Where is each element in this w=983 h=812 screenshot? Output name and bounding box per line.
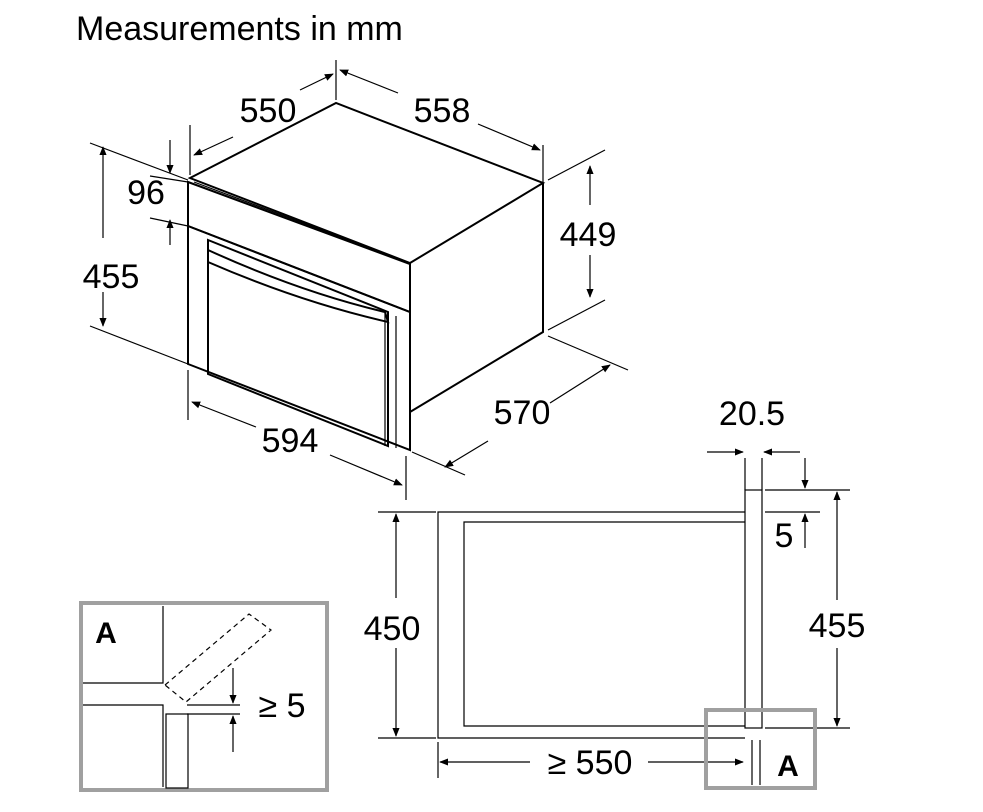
detail-a-frame-small xyxy=(704,708,817,790)
oven-door-handle xyxy=(207,248,390,324)
dim-body-depth: 570 xyxy=(494,394,551,432)
oven-isometric xyxy=(187,101,546,452)
dimension-20-5: 20.5 xyxy=(707,395,800,490)
dimension-570: 570 xyxy=(411,335,629,476)
dimension-455-right: 455 xyxy=(765,491,866,729)
dimension-455-left: 455 xyxy=(83,142,189,365)
dim-niche-depth: ≥ 550 xyxy=(548,744,633,782)
detail-a-frame xyxy=(79,601,329,792)
dim-niche-height: 450 xyxy=(364,610,421,648)
oven-side-face xyxy=(409,183,544,413)
dim-front-width: 594 xyxy=(262,422,319,460)
niche-inner-wall xyxy=(463,521,745,727)
niche-outer-wall xyxy=(437,511,745,739)
dim-offset: 5 xyxy=(775,517,794,555)
detail-a-marker: A xyxy=(704,708,817,790)
page-title: Measurements in mm xyxy=(76,10,403,48)
dimension-558: 558 xyxy=(339,69,544,183)
dimension-594: 594 xyxy=(187,370,407,500)
dimension-449: 449 xyxy=(547,149,617,331)
dimension-96: 96 xyxy=(127,140,189,245)
dimension-550: 550 xyxy=(189,60,337,175)
dimension-min-550: ≥ 550 xyxy=(437,742,744,782)
dimension-450: 450 xyxy=(364,511,436,739)
dimension-5: 5 xyxy=(765,458,850,555)
oven-control-panel xyxy=(187,180,411,314)
oven-front-profile xyxy=(744,489,763,729)
dim-front-thickness: 20.5 xyxy=(719,395,785,433)
dim-front-height: 455 xyxy=(809,607,866,645)
detail-front-piece xyxy=(165,713,189,789)
detail-a-view: A ≥ 5 xyxy=(79,601,329,792)
niche-section xyxy=(437,489,763,785)
detail-gap-value: ≥ 5 xyxy=(258,687,305,725)
oven-front-face xyxy=(187,224,411,452)
detail-phantom-panel xyxy=(164,613,272,703)
dim-width-top: 558 xyxy=(414,92,471,130)
detail-a-label: A xyxy=(95,617,117,650)
oven-door xyxy=(207,238,389,448)
dim-depth-top: 550 xyxy=(240,92,297,130)
dim-total-height: 455 xyxy=(83,258,140,296)
dim-body-height: 449 xyxy=(560,216,617,254)
detail-a-label-niche: A xyxy=(777,750,799,783)
dim-panel-height: 96 xyxy=(127,174,165,212)
